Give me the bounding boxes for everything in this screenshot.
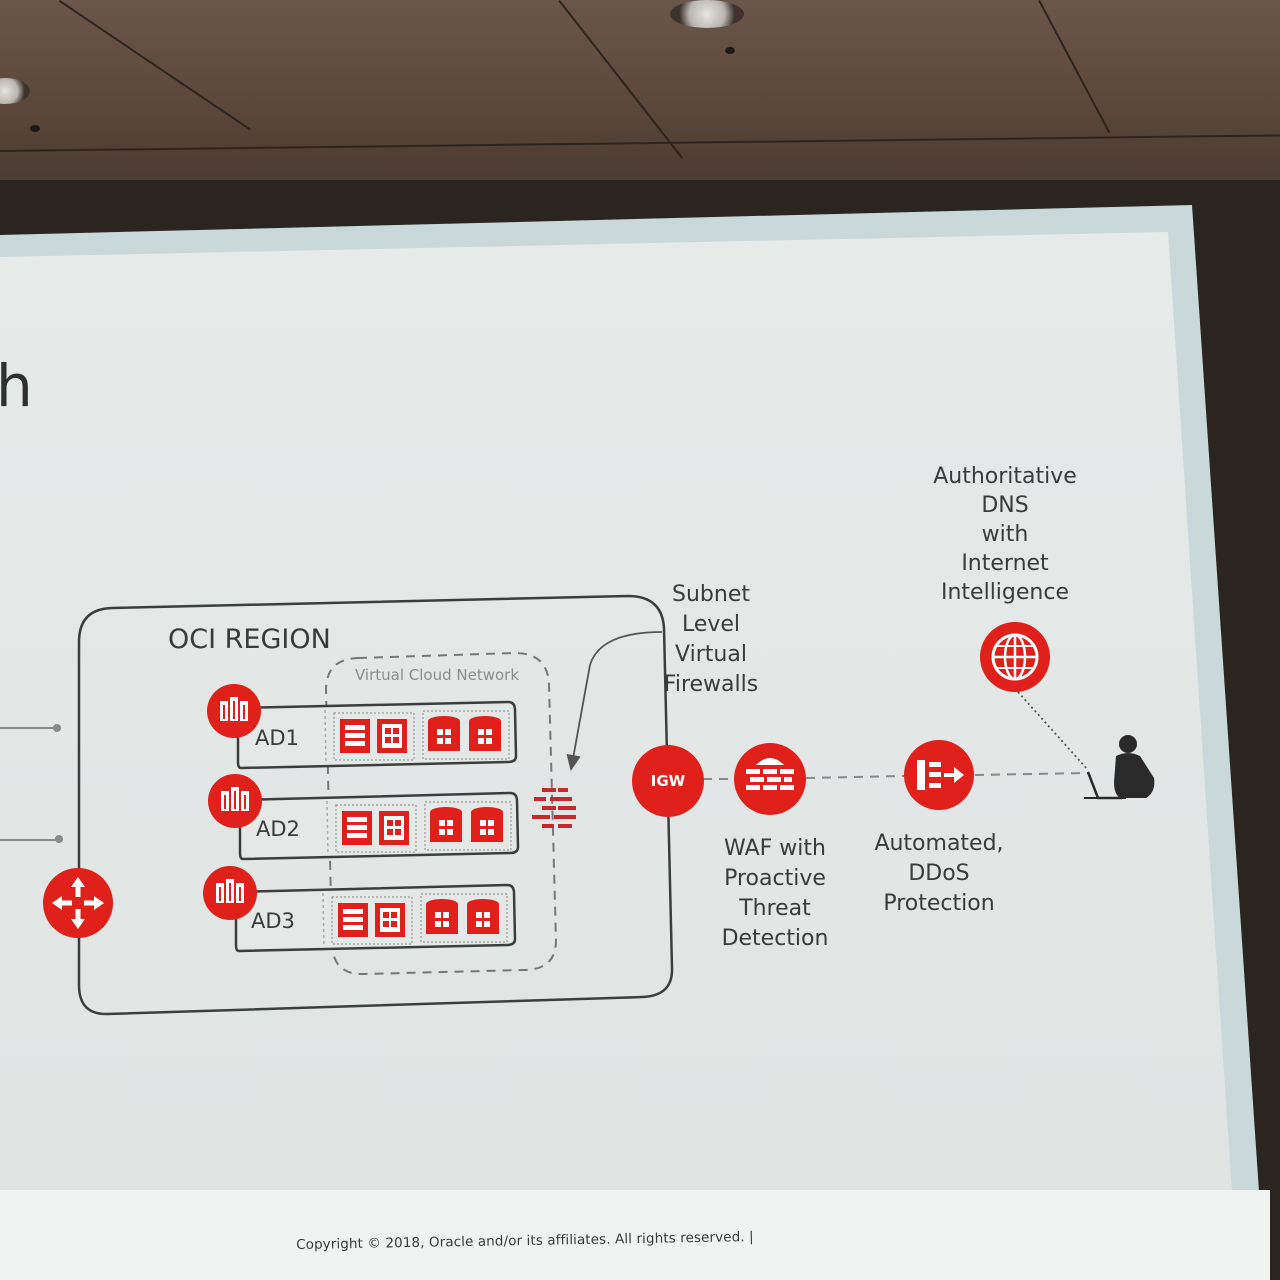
firewall-icon	[532, 788, 576, 828]
label-line: DDoS	[908, 861, 970, 886]
server-icon	[342, 811, 372, 845]
igw-icon	[632, 745, 704, 817]
traffic-path	[703, 772, 1089, 780]
ad-label-1: AD1	[255, 726, 299, 750]
database-group-ad2	[424, 801, 512, 851]
firewall-pointer-arrow	[566, 631, 663, 772]
building-icon	[203, 866, 257, 920]
label-line: Detection	[721, 926, 829, 951]
server-icon	[379, 811, 409, 845]
database-group-ad3	[420, 893, 508, 943]
ceiling-sprinkler	[30, 125, 40, 132]
dns-connector	[1017, 691, 1089, 771]
vcn-label: Virtual Cloud Network	[355, 666, 520, 684]
label-line: Level	[681, 612, 741, 637]
region-label: OCI REGION	[168, 624, 331, 655]
database-icon	[428, 716, 460, 751]
label-line: WAF with	[724, 836, 826, 861]
oci-region-box	[77, 594, 674, 1016]
compute-group-ad1	[333, 712, 415, 761]
label-line: Subnet	[672, 582, 750, 607]
database-group-ad1	[422, 710, 510, 760]
building-icon	[207, 684, 261, 738]
ad-label-2: AD2	[256, 817, 300, 841]
waf-label: WAF with Proactive Threat Detection	[705, 834, 845, 954]
label-line: Authoritative	[933, 464, 1077, 489]
database-icon	[469, 716, 501, 751]
user-laptop-icon	[1084, 735, 1155, 800]
ceiling-light	[670, 0, 744, 28]
external-connections	[0, 724, 63, 843]
server-icon	[340, 719, 370, 753]
label-line: Proactive	[724, 866, 826, 891]
building-icon	[208, 774, 262, 828]
ddos-shield-icon	[904, 740, 974, 810]
label-line: Virtual	[675, 642, 747, 667]
label-line: DNS	[981, 493, 1029, 518]
igw-label: IGW	[650, 772, 686, 790]
label-line: with	[981, 522, 1029, 547]
brick-wall-icon	[734, 743, 806, 815]
label-line: Intelligence	[940, 580, 1069, 605]
globe-icon	[980, 622, 1050, 692]
database-icon	[430, 807, 462, 842]
slide-title: h	[0, 352, 33, 420]
label-line: Automated,	[874, 831, 1004, 856]
slide-footer-area	[0, 1190, 1270, 1280]
database-icon	[467, 899, 499, 934]
router-icon	[43, 868, 113, 938]
server-icon	[377, 719, 407, 753]
ceiling-sprinkler	[725, 47, 735, 54]
vcn-box	[324, 651, 558, 976]
label-line: Protection	[883, 891, 995, 916]
compute-group-ad2	[335, 804, 417, 853]
ddos-label: Automated, DDoS Protection	[868, 829, 1010, 919]
label-line: Threat	[739, 896, 811, 921]
label-line: Firewalls	[663, 672, 759, 697]
database-icon	[471, 807, 503, 842]
server-icon	[338, 903, 368, 937]
slide	[0, 232, 1232, 1280]
compute-group-ad3	[331, 896, 413, 945]
subnet-firewalls-label: Subnet Level Virtual Firewalls	[655, 580, 767, 700]
label-line: Internet	[961, 551, 1049, 576]
ad-label-3: AD3	[251, 909, 295, 933]
ceiling	[0, 0, 1280, 190]
database-icon	[426, 899, 458, 934]
dns-label: Authoritative DNS with Internet Intellig…	[925, 462, 1085, 607]
server-icon	[375, 903, 405, 937]
